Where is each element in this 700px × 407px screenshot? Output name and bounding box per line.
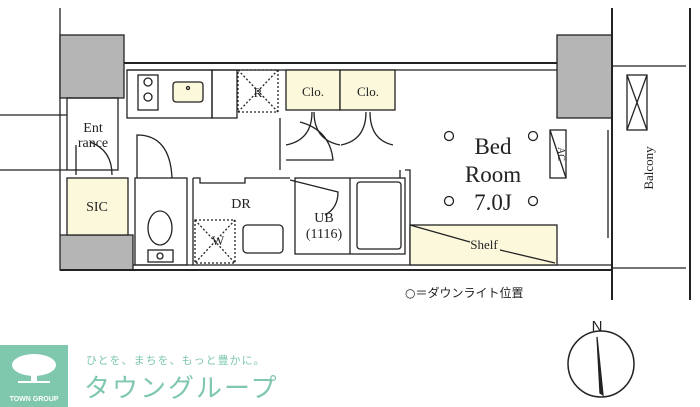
entrance xyxy=(66,97,119,171)
air-conditioner-label: AC xyxy=(555,147,566,161)
column-left-top xyxy=(59,34,125,99)
compass-north-label: N xyxy=(592,318,603,335)
brand-name: タウングループ xyxy=(84,374,279,404)
column-right xyxy=(556,34,613,119)
closet-2-label: Clo. xyxy=(357,84,379,99)
entrance-label-2: rance xyxy=(78,136,108,151)
shelf-label: Shelf xyxy=(470,237,498,252)
bedroom-size: 7.0J xyxy=(474,190,512,215)
slogan: ひとを、まちを、もっと豊かに。 xyxy=(86,354,266,367)
toilet xyxy=(147,210,173,246)
closet-2 xyxy=(339,69,396,111)
balcony-unit xyxy=(626,74,648,131)
compass-icon xyxy=(567,330,635,398)
refrigerator-label: R xyxy=(254,85,263,100)
logo-text: TOWN GROUP xyxy=(9,396,59,403)
bedroom-label-2: Room xyxy=(465,162,521,187)
air-conditioner xyxy=(549,129,567,179)
downlight-legend: ○＝ダウンライト位置 xyxy=(405,285,523,300)
closet-1-label: Clo. xyxy=(302,84,324,99)
wash-basin xyxy=(242,224,284,254)
bedroom-label: Bed xyxy=(474,134,512,159)
washer-space xyxy=(194,219,236,264)
town-group-logo: TOWN GROUP xyxy=(0,345,68,407)
sink xyxy=(172,81,204,103)
entrance-label: Ent xyxy=(83,121,103,136)
washer-label: W xyxy=(212,233,225,248)
column-left xyxy=(59,8,134,271)
toilet-room xyxy=(134,177,188,266)
balcony-label: Balcony xyxy=(641,146,656,190)
unit-bath-label: UB xyxy=(314,211,333,226)
dressing-room-label: DR xyxy=(231,197,251,212)
unit-bath-size: (1116) xyxy=(306,227,343,242)
bathtub xyxy=(356,181,402,250)
sic-label: SIC xyxy=(86,200,108,215)
refrigerator-space xyxy=(237,69,279,113)
tree-icon xyxy=(12,354,56,383)
sic-storage xyxy=(66,177,129,236)
downlight-icons xyxy=(443,130,539,207)
